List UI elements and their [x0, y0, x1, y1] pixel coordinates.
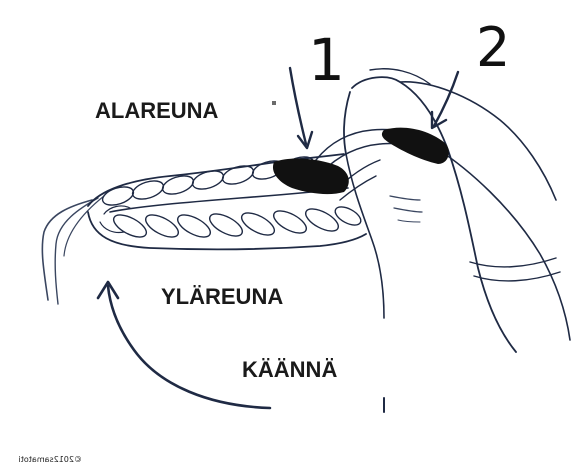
- yarn-strand: [42, 196, 104, 304]
- chain-stitches-lower: [110, 203, 363, 241]
- copyright-text: ©2012samatoti: [18, 455, 82, 464]
- marker-stitch-1: [273, 159, 349, 195]
- label-lower-edge: ALAREUNA: [95, 98, 219, 123]
- ink-dot: [272, 101, 276, 105]
- marker-stitch-2: [382, 128, 449, 164]
- copyright-mirrored: ©2012samatoti: [18, 455, 82, 464]
- label-turn: KÄÄNNÄ: [242, 357, 337, 382]
- marker-label-1: 1: [308, 26, 345, 94]
- label-upper-edge: YLÄREUNA: [161, 284, 283, 309]
- marker-label-2: 2: [476, 16, 510, 79]
- arrow-down-2: [432, 72, 458, 128]
- finger-drawing: [344, 69, 570, 412]
